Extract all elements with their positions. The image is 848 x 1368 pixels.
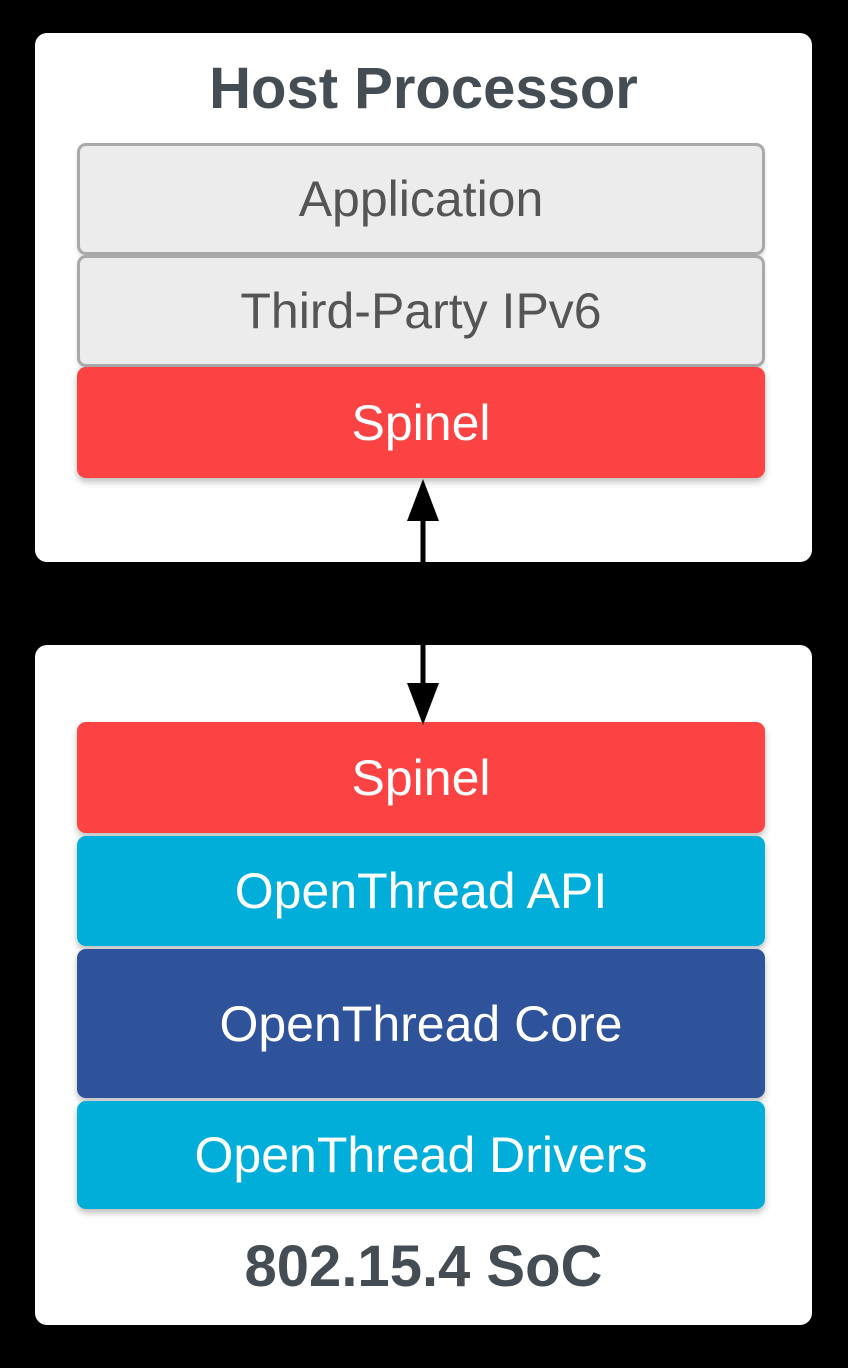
soc-card-title: 802.15.4 SoC: [244, 1234, 603, 1299]
host-processor-card: Host Processor Application Third-Party I…: [35, 33, 812, 562]
host-block-stack: Application Third-Party IPv6 Spinel: [77, 143, 765, 478]
bidirectional-arrow-icon: [407, 479, 439, 725]
block-spinel-host: Spinel: [77, 367, 765, 478]
block-openthread-api-label: OpenThread API: [234, 863, 608, 919]
block-openthread-core: OpenThread Core: [77, 949, 765, 1098]
soc-card: Spinel OpenThread API OpenThread Core Op…: [35, 645, 812, 1325]
host-card-title: Host Processor: [209, 55, 638, 121]
block-openthread-drivers-label: OpenThread Drivers: [194, 1127, 648, 1183]
block-openthread-api: OpenThread API: [77, 836, 765, 946]
soc-card-title-area: 802.15.4 SoC: [35, 1208, 812, 1325]
block-application-label: Application: [298, 171, 544, 227]
block-application: Application: [77, 143, 765, 255]
block-openthread-core-label: OpenThread Core: [219, 995, 623, 1052]
block-spinel-host-label: Spinel: [351, 394, 491, 451]
block-openthread-drivers: OpenThread Drivers: [77, 1101, 765, 1209]
block-spinel-soc-label: Spinel: [351, 749, 491, 806]
block-spinel-soc: Spinel: [77, 722, 765, 833]
host-card-title-area: Host Processor: [35, 33, 812, 143]
block-third-party-ipv6-label: Third-Party IPv6: [240, 283, 602, 339]
soc-block-stack: Spinel OpenThread API OpenThread Core Op…: [77, 722, 765, 1209]
block-third-party-ipv6: Third-Party IPv6: [77, 255, 765, 367]
